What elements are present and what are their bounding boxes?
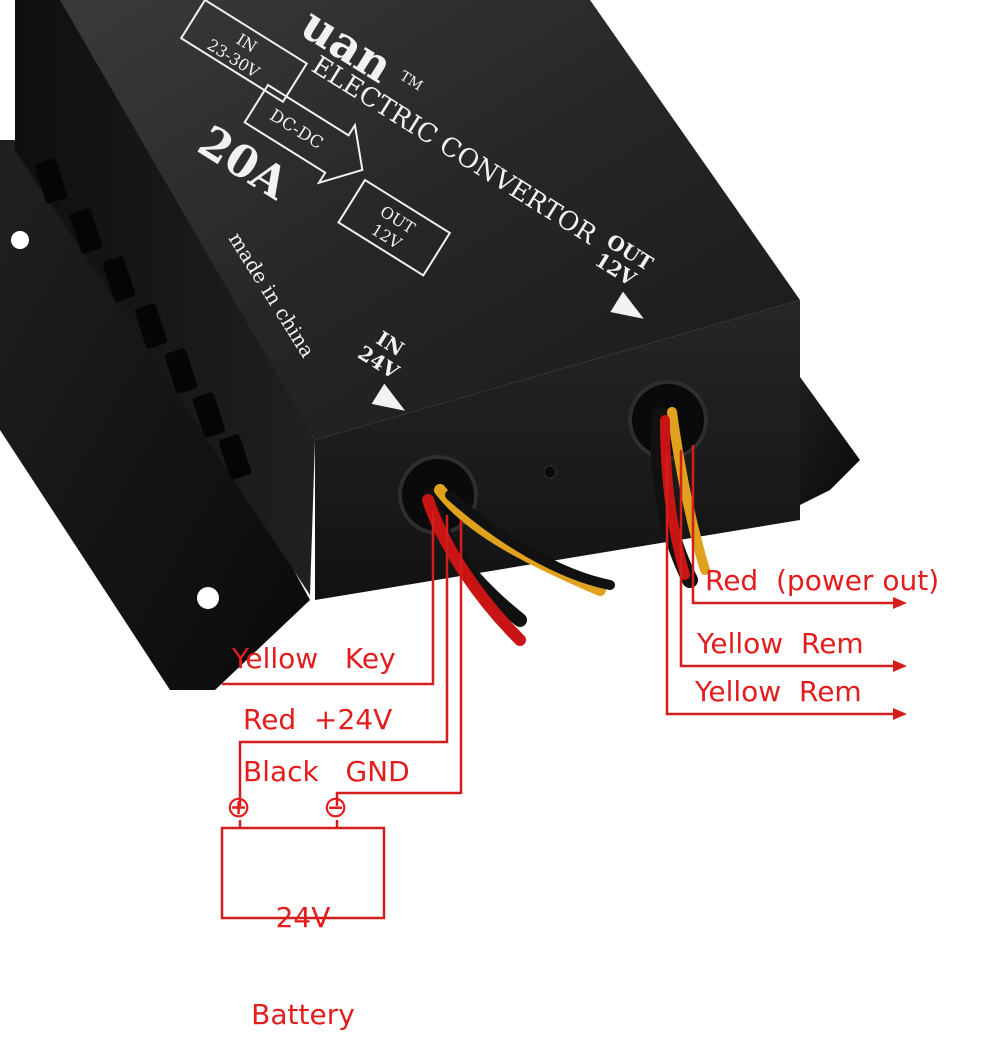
front-screw: [543, 465, 557, 479]
flange-hole-left-top: [11, 231, 29, 249]
flange-hole-left: [197, 587, 219, 609]
battery-plus-icon: ⊕: [226, 790, 252, 825]
battery-line1: 24V: [275, 901, 331, 935]
converter-wiring-diagram: uan TM ELECTRIC CONVERTOR IN 23-30V DC-D…: [0, 0, 907, 920]
arrow-yellow-rem-2: [893, 708, 907, 720]
battery-line2: Battery: [251, 997, 355, 1031]
input-leader-lines: [222, 510, 463, 806]
output-arrow-heads: [893, 597, 907, 720]
left-mounting-flange: [0, 140, 310, 690]
right-mounting-flange: [790, 370, 860, 510]
vent-slots: [34, 158, 252, 480]
arrow-yellow-rem-1: [893, 660, 907, 672]
label-red-power-out: Red (power out): [705, 564, 940, 597]
label-yellow-rem-2: Yellow Rem: [695, 675, 862, 708]
arrow-red-power-out: [893, 597, 907, 609]
label-yellow-key: Yellow Key: [232, 642, 396, 675]
label-black-gnd: Black GND: [243, 755, 410, 788]
battery-minus-icon: ⊖: [323, 790, 349, 825]
battery-box: [220, 826, 386, 920]
output-leader-lines: [665, 445, 893, 716]
label-red-24v: Red +24V: [243, 703, 393, 736]
label-yellow-rem-1: Yellow Rem: [697, 627, 864, 660]
input-wire-bundle: [422, 484, 615, 646]
battery-label: 24V Battery: [222, 838, 384, 1063]
